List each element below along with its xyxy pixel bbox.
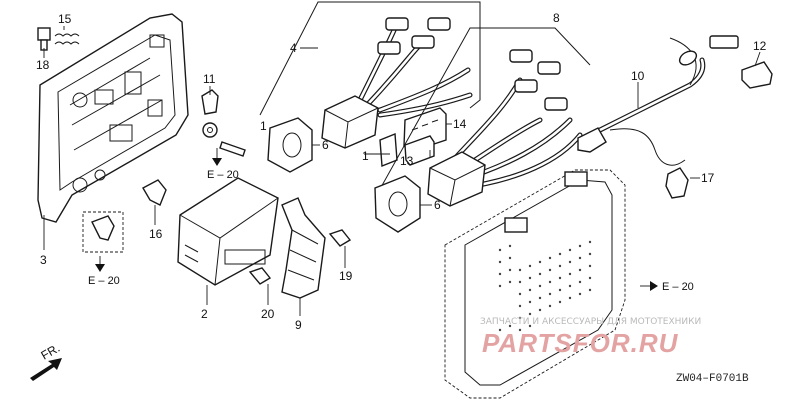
bolt-20 xyxy=(248,267,272,285)
callout-9: 9 xyxy=(295,318,302,332)
watermark-logo: PARTSFOR.RU xyxy=(482,328,679,358)
connector-12 xyxy=(741,61,773,89)
wire-clip-14 xyxy=(403,107,447,166)
ref-e20-b: E – 20 xyxy=(88,275,120,287)
ignition-coil-assembly-8 xyxy=(427,49,583,207)
ignition-module xyxy=(177,177,279,286)
callout-16: 16 xyxy=(149,227,163,241)
callout-8: 8 xyxy=(553,11,560,25)
diagram-code: ZW04–F0701B xyxy=(676,373,749,385)
callout-6a: 6 xyxy=(322,138,329,152)
vent-dots xyxy=(498,240,592,332)
callout-14: 14 xyxy=(453,117,467,131)
callout-1b: 1 xyxy=(362,149,369,163)
wire-harness xyxy=(577,35,739,166)
callout-20: 20 xyxy=(261,307,275,321)
ref-arrow-a xyxy=(212,148,222,166)
small-connector xyxy=(201,89,246,157)
callout-3: 3 xyxy=(40,253,47,267)
callout-4: 4 xyxy=(290,41,297,55)
mounting-bracket xyxy=(281,197,326,299)
group-4-outline xyxy=(259,1,481,116)
callout-13: 13 xyxy=(400,154,414,168)
callout-12: 12 xyxy=(753,39,767,53)
callout-15: 15 xyxy=(58,12,72,26)
coil-holder-6b xyxy=(374,175,421,233)
watermark-text: ЗАПЧАСТИ И АКСЕССУАРЫ ДЛЯ МОТОТЕХНИКИ xyxy=(480,317,701,327)
ignition-coil-assembly-4 xyxy=(321,17,473,149)
bolt-part xyxy=(37,27,51,51)
ref-arrow-c xyxy=(640,281,658,291)
callout-17: 17 xyxy=(701,171,715,185)
leader-lines xyxy=(43,26,761,316)
callout-1: 1 xyxy=(260,119,267,133)
inset-clip-box xyxy=(82,211,124,253)
ref-e20-c: E – 20 xyxy=(662,281,694,293)
callout-2: 2 xyxy=(201,307,208,321)
ref-arrow-b xyxy=(95,256,105,272)
rear-cover-panel xyxy=(444,169,626,399)
clip-17 xyxy=(665,167,689,199)
callout-11: 11 xyxy=(203,72,216,86)
group-8-outline xyxy=(374,27,591,199)
callout-10: 10 xyxy=(631,69,645,83)
control-panel-cover xyxy=(37,13,189,223)
callout-6b: 6 xyxy=(434,198,441,212)
callout-18: 18 xyxy=(36,58,50,72)
spring-part xyxy=(54,33,80,45)
callout-19: 19 xyxy=(339,269,353,283)
front-direction-arrow xyxy=(30,358,62,381)
clamp-part xyxy=(142,179,167,206)
wire-clip-1 xyxy=(379,132,398,168)
ref-e20-a: E – 20 xyxy=(207,169,239,181)
bolt-19 xyxy=(328,229,352,247)
coil-holder-6a xyxy=(267,117,313,173)
